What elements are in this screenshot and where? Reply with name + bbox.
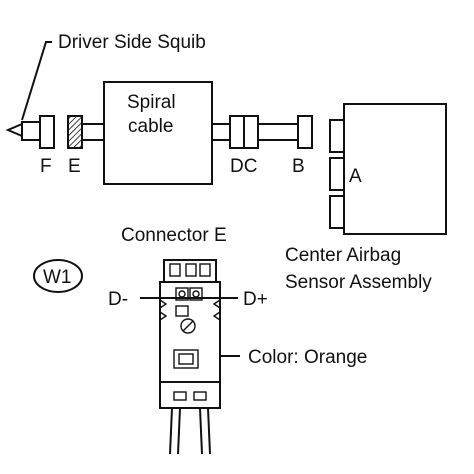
connector-e xyxy=(67,115,83,149)
connector-d xyxy=(229,115,245,149)
label-connector-e-title: Connector E xyxy=(121,225,227,246)
label-cable: cable xyxy=(128,116,173,137)
connector-a-slot-2 xyxy=(329,157,345,191)
wire-spiral-dc xyxy=(211,123,231,141)
center-airbag-sensor-box xyxy=(343,103,447,235)
label-d-minus: D- xyxy=(108,289,128,310)
label-sensor-assembly: Sensor Assembly xyxy=(285,272,432,293)
connector-f xyxy=(39,115,55,149)
squib-arrow-icon xyxy=(5,123,23,137)
terminal-code-ellipse xyxy=(33,259,83,293)
squib-leader-line xyxy=(21,41,52,121)
connector-a-slot-1 xyxy=(329,119,345,153)
connector-c xyxy=(243,115,259,149)
label-connector-f: F xyxy=(40,156,52,177)
connector-a-slot-3 xyxy=(329,195,345,229)
label-center-airbag: Center Airbag xyxy=(285,245,401,266)
label-d-plus: D+ xyxy=(243,289,268,310)
label-driver-side-squib: Driver Side Squib xyxy=(58,32,206,53)
label-connector-dc: DC xyxy=(230,156,257,177)
label-connector-e: E xyxy=(68,156,81,177)
label-connector-b: B xyxy=(292,156,305,177)
squib-connector-stub xyxy=(21,121,41,141)
connector-e-drawing xyxy=(159,259,221,455)
label-spiral: Spiral xyxy=(127,92,176,113)
wire-e-spiral xyxy=(81,123,105,141)
label-color: Color: Orange xyxy=(248,347,367,368)
connector-b xyxy=(297,115,313,149)
label-terminal-code: W1 xyxy=(43,267,72,288)
spiral-cable-box xyxy=(103,81,213,185)
wire-dc-b xyxy=(257,123,299,141)
label-connector-a: A xyxy=(349,166,362,187)
